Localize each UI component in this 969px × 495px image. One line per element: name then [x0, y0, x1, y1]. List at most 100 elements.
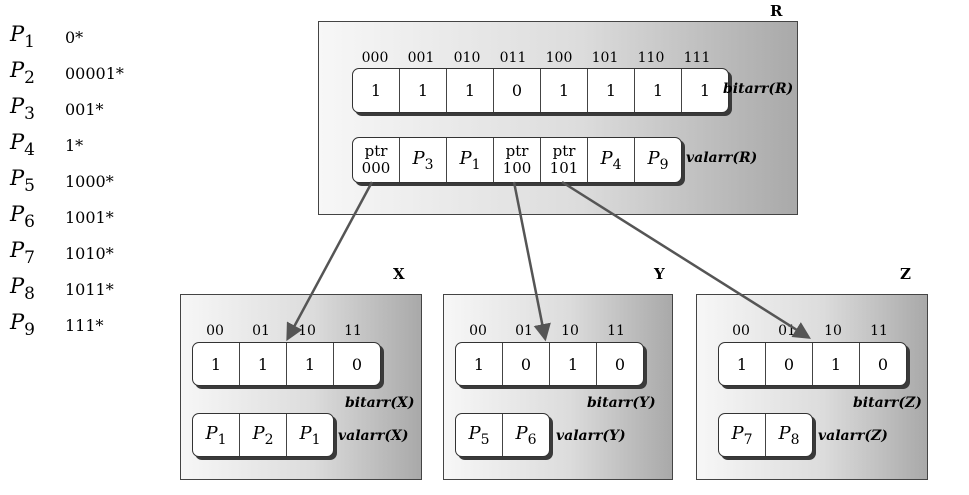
- bit-header: 10: [298, 323, 316, 339]
- prefix-name: P1: [10, 22, 35, 52]
- prefix-row: P2 00001*: [10, 58, 160, 92]
- prefix-cell: P4: [588, 138, 635, 182]
- prefix-row: P1 0*: [10, 22, 160, 56]
- prefix-name: P3: [10, 94, 35, 124]
- prefix-cell: P1: [447, 138, 494, 182]
- bit-cell: 0: [766, 343, 813, 385]
- bit-cell: 1: [541, 69, 588, 112]
- bit-cell: 0: [503, 343, 550, 385]
- prefix-value: 111*: [65, 316, 104, 335]
- bit-header: 10: [824, 323, 842, 339]
- node-y-valarr-label: valarr(Y): [556, 428, 626, 444]
- prefix-name: P9: [10, 310, 35, 340]
- node-y-valarr: P5 P6: [455, 413, 550, 457]
- bit-cell: 1: [447, 69, 494, 112]
- bit-cell: 0: [494, 69, 541, 112]
- prefix-value: 1010*: [65, 244, 114, 263]
- prefix-value: 00001*: [65, 64, 124, 83]
- node-z-valarr: P7 P8: [718, 413, 813, 457]
- bit-cell: 1: [456, 343, 503, 385]
- bit-cell: 1: [588, 69, 635, 112]
- prefix-cell: P6: [515, 422, 537, 448]
- node-r-bitarr-label: bitarr(R): [723, 81, 794, 97]
- bit-cell: 0: [614, 354, 626, 374]
- arrow-r-to-x: [286, 181, 374, 342]
- arrow-r-to-z: [561, 180, 811, 339]
- prefix-name: P5: [10, 166, 35, 196]
- prefix-row: P3 001*: [10, 94, 160, 128]
- prefix-cell: P9: [647, 147, 669, 173]
- bit-header: 010: [453, 50, 481, 66]
- bit-cell: 1: [240, 343, 287, 385]
- node-x-valarr-label: valarr(X): [338, 428, 409, 444]
- prefix-name: P4: [10, 130, 35, 160]
- bit-header: 11: [607, 323, 625, 339]
- node-z-label: Z: [900, 265, 911, 283]
- bit-cell: 1: [719, 343, 766, 385]
- node-x-bitarr-label: bitarr(X): [345, 395, 415, 411]
- node-r-bit-headers: 000 001 010 011 100 101 110 111: [352, 50, 720, 68]
- bit-header: 00: [206, 323, 224, 339]
- node-r-valarr-label: valarr(R): [686, 150, 758, 166]
- prefix-value: 0*: [65, 28, 84, 47]
- prefix-name: P6: [10, 202, 35, 232]
- node-z-bit-headers: 00 01 10 11: [718, 323, 902, 341]
- prefix-row: P9 111*: [10, 310, 160, 344]
- node-x-bitarr: 1 1 1 0: [192, 342, 381, 386]
- bit-header: 10: [561, 323, 579, 339]
- bit-cell: 1: [635, 69, 682, 112]
- node-x-valarr: P1 P2 P1: [192, 413, 334, 457]
- bit-header: 00: [469, 323, 487, 339]
- node-y-label: Y: [654, 265, 665, 283]
- prefix-value: 001*: [65, 100, 104, 119]
- node-x-label: X: [393, 265, 405, 283]
- bit-header: 101: [591, 50, 619, 66]
- node-z-bitarr: 1 0 1 0: [718, 342, 907, 386]
- bit-header: 01: [252, 323, 270, 339]
- prefix-row: P7 1010*: [10, 238, 160, 272]
- bit-cell: 1: [550, 343, 597, 385]
- node-z-valarr-label: valarr(Z): [818, 428, 888, 444]
- prefix-row: P5 1000*: [10, 166, 160, 200]
- prefix-value: 1011*: [65, 280, 114, 299]
- arrow-r-to-y: [512, 181, 551, 342]
- bit-header: 011: [499, 50, 527, 66]
- prefix-value: 1001*: [65, 208, 114, 227]
- prefix-value: 1000*: [65, 172, 114, 191]
- node-y-bitarr: 1 0 1 0: [455, 342, 644, 386]
- bit-cell: 1: [287, 343, 334, 385]
- bit-header: 01: [515, 323, 533, 339]
- node-r-bitarr: 1 1 1 0 1 1 1 1: [352, 68, 729, 113]
- prefix-name: P2: [10, 58, 35, 88]
- prefix-cell: P7: [719, 414, 766, 456]
- bit-header: 111: [683, 50, 711, 66]
- bit-cell: 0: [351, 354, 363, 374]
- bit-cell: 1: [813, 343, 860, 385]
- node-y-bitarr-label: bitarr(Y): [587, 395, 656, 411]
- node-y-bit-headers: 00 01 10 11: [455, 323, 639, 341]
- bit-cell: 1: [400, 69, 447, 112]
- bit-cell: 1: [699, 81, 711, 100]
- bit-header: 11: [870, 323, 888, 339]
- bit-header: 001: [407, 50, 435, 66]
- prefix-value: 1*: [65, 136, 84, 155]
- node-x-bit-headers: 00 01 10 11: [192, 323, 376, 341]
- prefix-cell: P1: [299, 422, 321, 448]
- bit-header: 110: [637, 50, 665, 66]
- bit-header: 11: [344, 323, 362, 339]
- prefix-cell: P1: [193, 414, 240, 456]
- bit-header: 00: [732, 323, 750, 339]
- bit-header: 100: [545, 50, 573, 66]
- bit-cell: 1: [353, 69, 400, 112]
- bit-header: 000: [361, 50, 389, 66]
- prefix-row: P6 1001*: [10, 202, 160, 236]
- bit-cell: 1: [193, 343, 240, 385]
- bit-cell: 0: [877, 354, 889, 374]
- node-r-label: R: [770, 2, 783, 20]
- prefix-name: P8: [10, 274, 35, 304]
